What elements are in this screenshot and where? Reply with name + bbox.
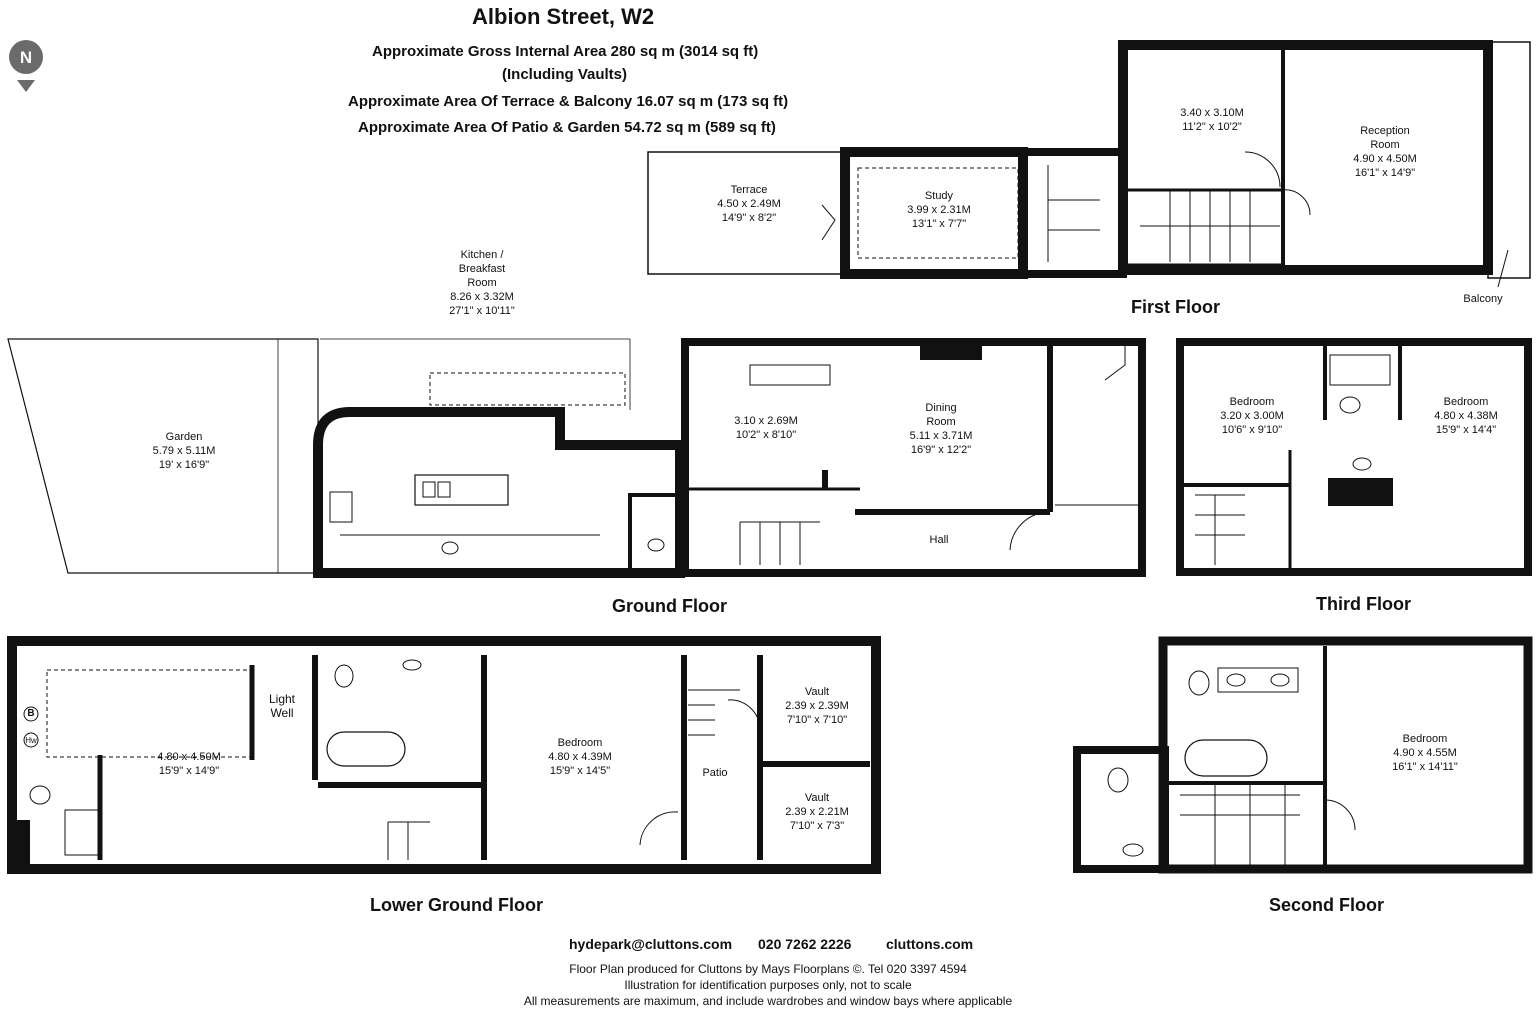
ground-floor-plan: [7, 338, 1146, 578]
dining-walls: [681, 338, 1146, 577]
footer-producer: Floor Plan produced for Cluttons by Mays…: [569, 962, 967, 976]
third-floor-walls: [1176, 338, 1532, 576]
bath-icon: [326, 731, 406, 767]
hall-label: Hall: [929, 534, 949, 546]
area-line-4: Approximate Area Of Patio & Garden 54.72…: [358, 119, 776, 136]
contact-email[interactable]: hydepark@cluttons.com: [569, 936, 733, 952]
lower-ground-walls: [7, 636, 881, 874]
svg-text:N: N: [20, 48, 32, 67]
contact-website[interactable]: cluttons.com: [886, 936, 974, 952]
contact-phone: 020 7262 2226: [758, 936, 852, 952]
footer-disclaimer: Illustration for identification purposes…: [624, 978, 912, 992]
area-line-3: Approximate Area Of Terrace & Balcony 16…: [348, 93, 789, 110]
boiler-label: B: [27, 708, 35, 719]
area-line-2: (Including Vaults): [502, 66, 628, 83]
balcony-label: Balcony: [1463, 293, 1503, 305]
reception-walls: [1118, 40, 1493, 275]
lower-ground-floor-plan: [7, 636, 881, 874]
second-floor-label: Second Floor: [1269, 895, 1385, 915]
second-floor-plan: [1073, 636, 1533, 874]
kitchen-walls: [313, 407, 685, 578]
hot-water-label: Hw: [25, 736, 37, 745]
balcony-outline: [1487, 41, 1531, 279]
patio-label: Patio: [702, 767, 728, 779]
third-floor-plan: [1176, 338, 1532, 576]
ground-floor-label: Ground Floor: [612, 596, 727, 616]
footer-measurements: All measurements are maximum, and includ…: [523, 994, 1013, 1008]
third-floor-label: Third Floor: [1316, 594, 1411, 614]
first-floor-plan: [647, 40, 1531, 288]
area-line-1: Approximate Gross Internal Area 280 sq m…: [372, 43, 759, 60]
kitchen-island: [414, 474, 509, 506]
lower-ground-floor-label: Lower Ground Floor: [370, 895, 543, 915]
north-compass-icon: N: [9, 40, 43, 92]
first-floor-label: First Floor: [1131, 297, 1220, 317]
property-title: Albion Street, W2: [472, 4, 655, 29]
